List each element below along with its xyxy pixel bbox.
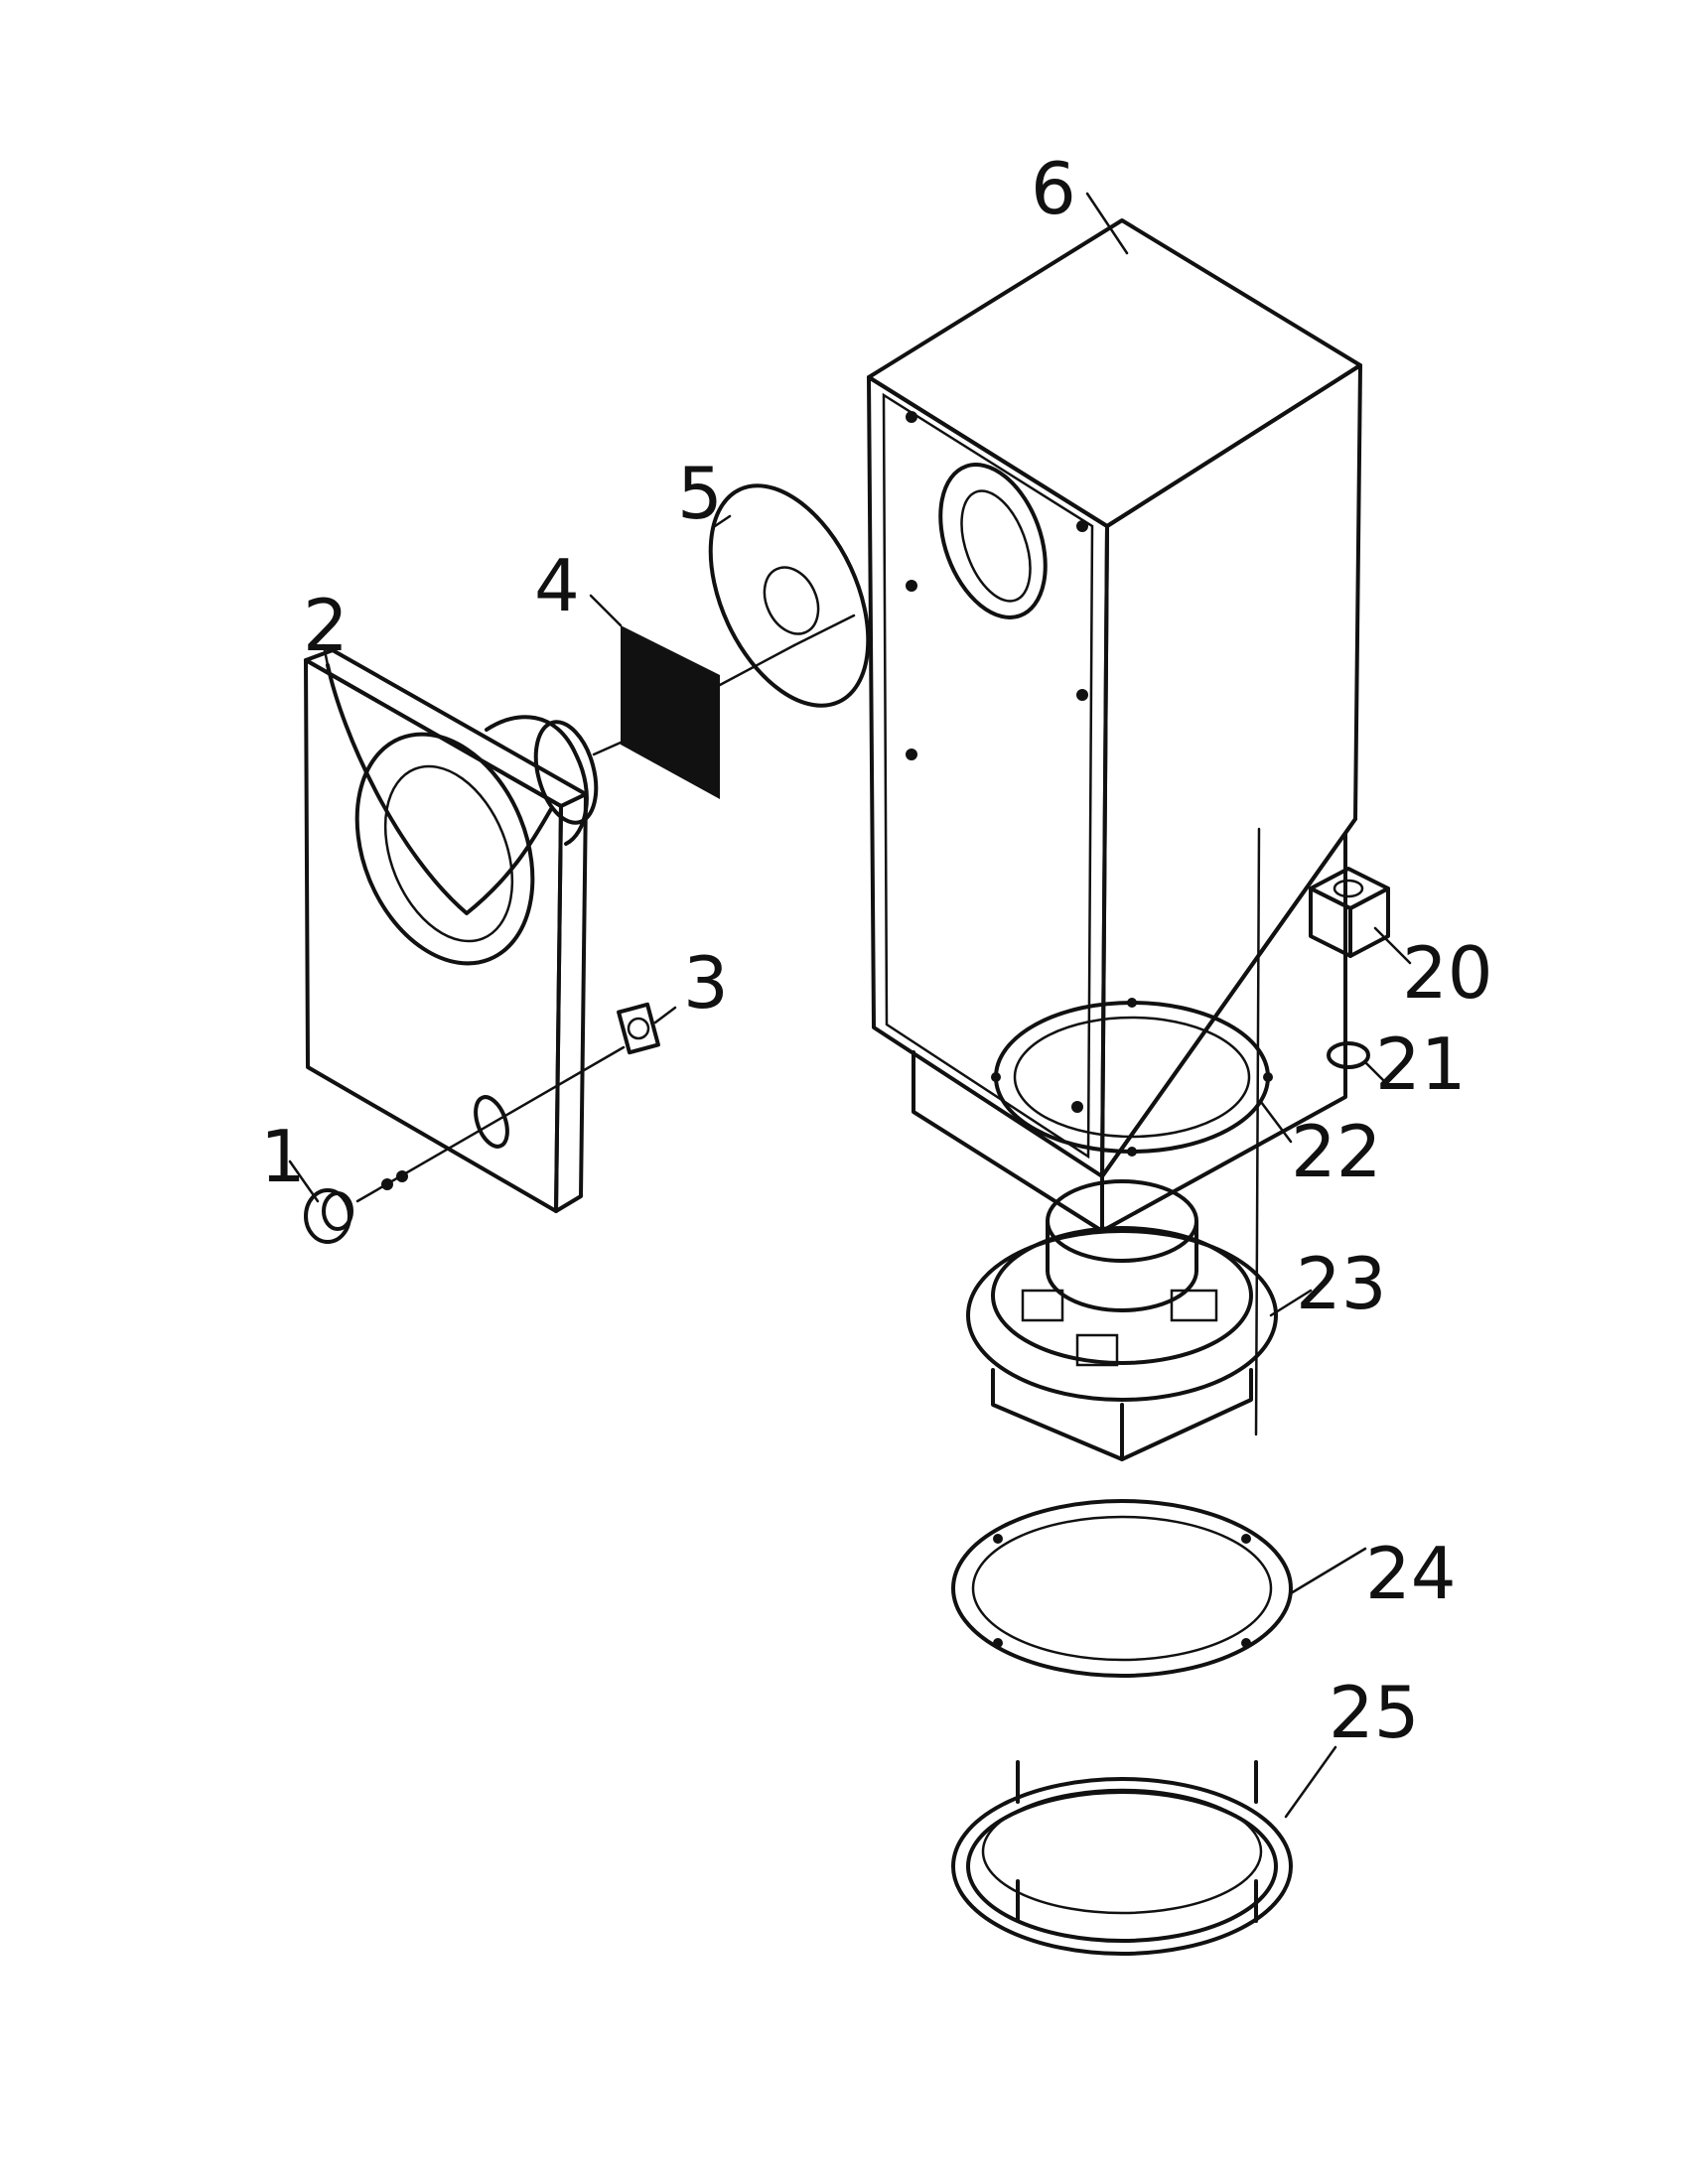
label-part-23: 23 (1296, 1242, 1387, 1325)
upper-gasket (991, 998, 1293, 1157)
label-part-2: 2 (303, 584, 349, 667)
label-part-22: 22 (1291, 1110, 1382, 1193)
label-part-1: 1 (260, 1115, 306, 1198)
speaker-driver (966, 1179, 1313, 1461)
label-part-24: 24 (1365, 1532, 1457, 1615)
lower-gasket (951, 1499, 1367, 1678)
label-part-5: 5 (677, 452, 723, 535)
base-ring (951, 1745, 1337, 1956)
label-part-25: 25 (1329, 1671, 1420, 1754)
gasket-ring (708, 483, 871, 708)
label-part-4: 4 (534, 544, 580, 627)
label-part-6: 6 (1031, 147, 1076, 230)
label-part-20: 20 (1402, 931, 1493, 1015)
grille-mesh (589, 594, 796, 799)
foot-pad (1327, 1041, 1387, 1084)
label-part-21: 21 (1375, 1023, 1467, 1106)
small-block (1309, 867, 1412, 965)
front-baffle (304, 643, 599, 1213)
knob-assembly (288, 1002, 677, 1244)
cabinet (867, 192, 1362, 1233)
label-part-3: 3 (683, 941, 729, 1024)
